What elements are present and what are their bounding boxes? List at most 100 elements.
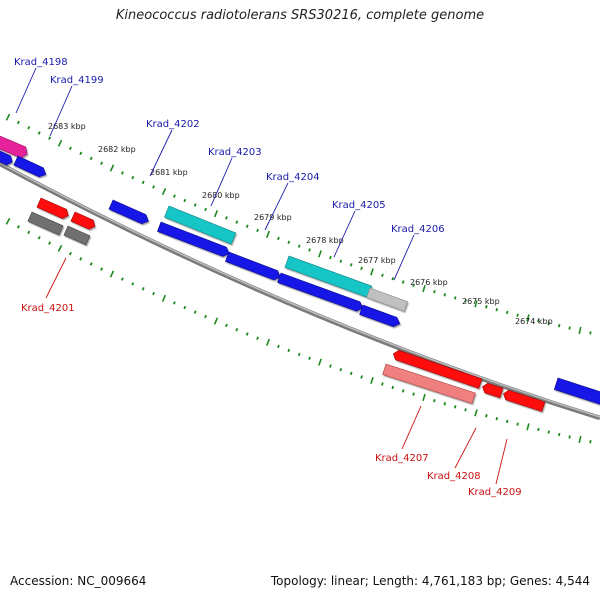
reverse-scale-tick [204,314,208,319]
gene-block-krad-4209[interactable] [502,389,546,412]
leader-krad-4203 [210,157,233,207]
reverse-scale-tick [297,352,301,357]
reverse-scale-tick [37,235,41,240]
reverse-scale-tick [152,291,156,296]
forward-scale-tick [516,313,519,317]
reverse-scale-tick [48,241,52,245]
reverse-scale-tick [589,440,592,444]
gene-label-krad-4199[interactable]: Krad_4199 [50,75,104,86]
reverse-scale-tick [131,282,135,286]
forward-scale-tick [204,207,208,212]
reverse-scale-tick [235,327,239,332]
leader-krad-4198 [15,67,37,114]
forward-scale-tick [526,314,530,322]
gene-block-red-a[interactable] [36,197,70,220]
reverse-scale-tick [474,409,478,417]
forward-scale-tick [495,307,499,312]
leader-krad-4202 [149,129,173,177]
forward-scale-tick [131,175,135,180]
genome-summary-label: Topology: linear; Length: 4,761,183 bp; … [270,574,590,588]
forward-scale-tick [589,331,592,335]
gene-block-krad-4206[interactable] [366,287,408,312]
forward-scale-ticks [5,113,592,335]
forward-scale-tick [391,276,395,281]
forward-scale-tick [557,323,561,328]
gene-block-krad-4198[interactable] [0,135,29,160]
gene-block-krad-4202[interactable] [108,199,151,226]
gene-block-red-b[interactable] [70,211,97,231]
gene-block-krad-4205[interactable] [277,272,365,313]
reverse-scale-tick [172,301,176,305]
forward-scale-tick [349,263,353,267]
leader-krad-4199 [49,85,73,137]
gene-label-krad-4198[interactable]: Krad_4198 [14,57,68,68]
reverse-scale-tick [360,375,363,379]
forward-scale-tick [109,164,115,172]
leader-krad-4205 [333,210,356,258]
reverse-scale-tick [391,385,395,390]
reverse-scale-tick [443,402,447,406]
forward-scale-tick [318,250,322,258]
gene-block-blue-d[interactable] [225,251,282,282]
kbp-label: 2681 kbp [150,168,188,177]
leader-krad-4208 [454,427,477,469]
gene-label-krad-4205[interactable]: Krad_4205 [332,200,386,211]
forward-scale-tick [505,310,509,315]
gene-block-blue-a[interactable] [0,149,14,167]
genome-backbone-highlight [0,162,600,418]
forward-scale-tick [235,220,239,224]
reverse-scale-tick [318,358,322,366]
reverse-scale-tick [422,393,426,402]
forward-scale-tick [329,255,332,260]
gene-label-krad-4208[interactable]: Krad_4208 [427,471,481,482]
reverse-scale-tick [485,414,488,418]
forward-scale-tick [277,236,280,241]
gene-label-krad-4204[interactable]: Krad_4204 [266,172,320,183]
gene-block-grey-b[interactable] [63,225,91,246]
forward-scale-tick [48,136,52,140]
gene-label-krad-4203[interactable]: Krad_4203 [208,147,262,158]
reverse-scale-tick [401,389,405,393]
gene-label-leaders [15,67,508,485]
forward-scale-tick [79,151,83,156]
forward-scale-tick [474,300,478,308]
forward-scale-tick [193,203,197,207]
gene-block-krad-4201[interactable] [27,211,64,236]
gene-block-krad-4199[interactable] [13,155,48,179]
reverse-scale-tick [433,398,436,403]
gene-block-krad-4207[interactable] [392,349,483,389]
gene-label-krad-4201[interactable]: Krad_4201 [21,303,75,314]
gene-label-krad-4206[interactable]: Krad_4206 [391,224,445,235]
forward-scale-tick [412,283,415,287]
gene-block-krad-4208[interactable] [382,363,476,404]
forward-scale-tick [453,296,457,300]
gene-block-blue-c[interactable] [157,221,231,258]
leader-krad-4201 [45,257,67,299]
reverse-scale-tick [558,432,561,437]
leader-krad-4204 [264,182,289,231]
gene-label-krad-4209[interactable]: Krad_4209 [468,487,522,498]
reverse-scale-tick [578,435,582,443]
gene-block-red-c[interactable] [481,382,504,399]
gene-block-krad-4203[interactable] [164,205,237,245]
forward-scale-tick [464,299,467,303]
reverse-scale-tick [568,435,571,439]
reverse-scale-tick [329,364,332,368]
gene-label-krad-4207[interactable]: Krad_4207 [375,453,429,464]
reverse-scale-tick [16,225,20,229]
reverse-scale-tick [265,338,271,346]
forward-scale-tick [120,171,124,175]
forward-scale-tick [5,113,11,121]
reverse-scale-tick [547,430,551,434]
reverse-scale-tick [57,244,63,252]
reverse-scale-tick [381,382,384,386]
leader-krad-4206 [393,234,415,281]
reverse-scale-tick [412,392,415,396]
reverse-scale-ticks [5,217,592,444]
forward-scale-tick [141,180,145,185]
leader-krad-4209 [495,438,508,485]
gene-block-blue-f[interactable] [553,377,600,406]
gene-label-krad-4202[interactable]: Krad_4202 [146,119,200,130]
gene-block-blue-e[interactable] [359,304,402,328]
reverse-scale-tick [256,336,260,340]
